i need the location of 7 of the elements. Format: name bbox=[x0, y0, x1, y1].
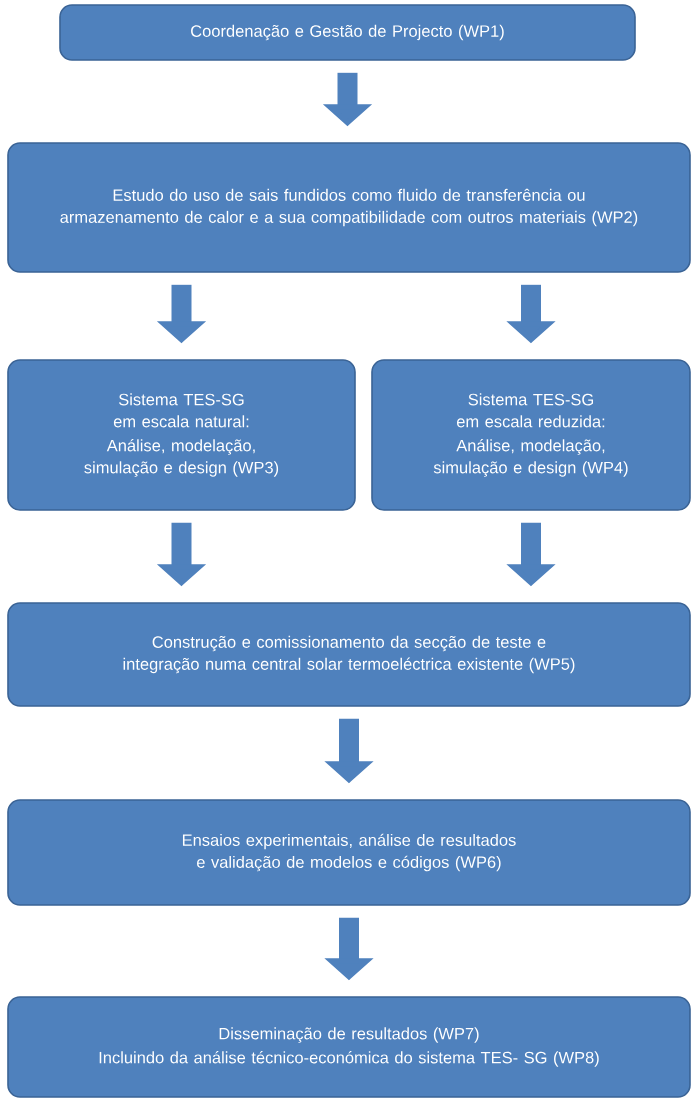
process-box: Ensaios experimentais, análise de resultados e validação de modelos e códigos (WP6) bbox=[7, 799, 691, 906]
process-box: Construção e comissionamento da secção de teste e integração numa central solar termoeléctrica existente (WP5) bbox=[7, 602, 691, 707]
process-box: Estudo do uso de sais fundidos como fluido de transferência ou armazenamento de calor e a sua compatibilidade com outros materiais (WP2) bbox=[7, 142, 691, 273]
process-box: Sistema TES-SG em escala natural: Análise, modelação, simulação e design (WP3) bbox=[7, 359, 356, 511]
process-box: Disseminação de resultados (WP7) Incluindo da análise técnico-económica do sistema TES- SG (WP8) bbox=[7, 996, 691, 1098]
process-box: Sistema TES-SG em escala reduzida: Análise, modelação, simulação e design (WP4) bbox=[371, 359, 691, 511]
process-box: Coordenação e Gestão de Projecto (WP1) bbox=[59, 4, 636, 61]
